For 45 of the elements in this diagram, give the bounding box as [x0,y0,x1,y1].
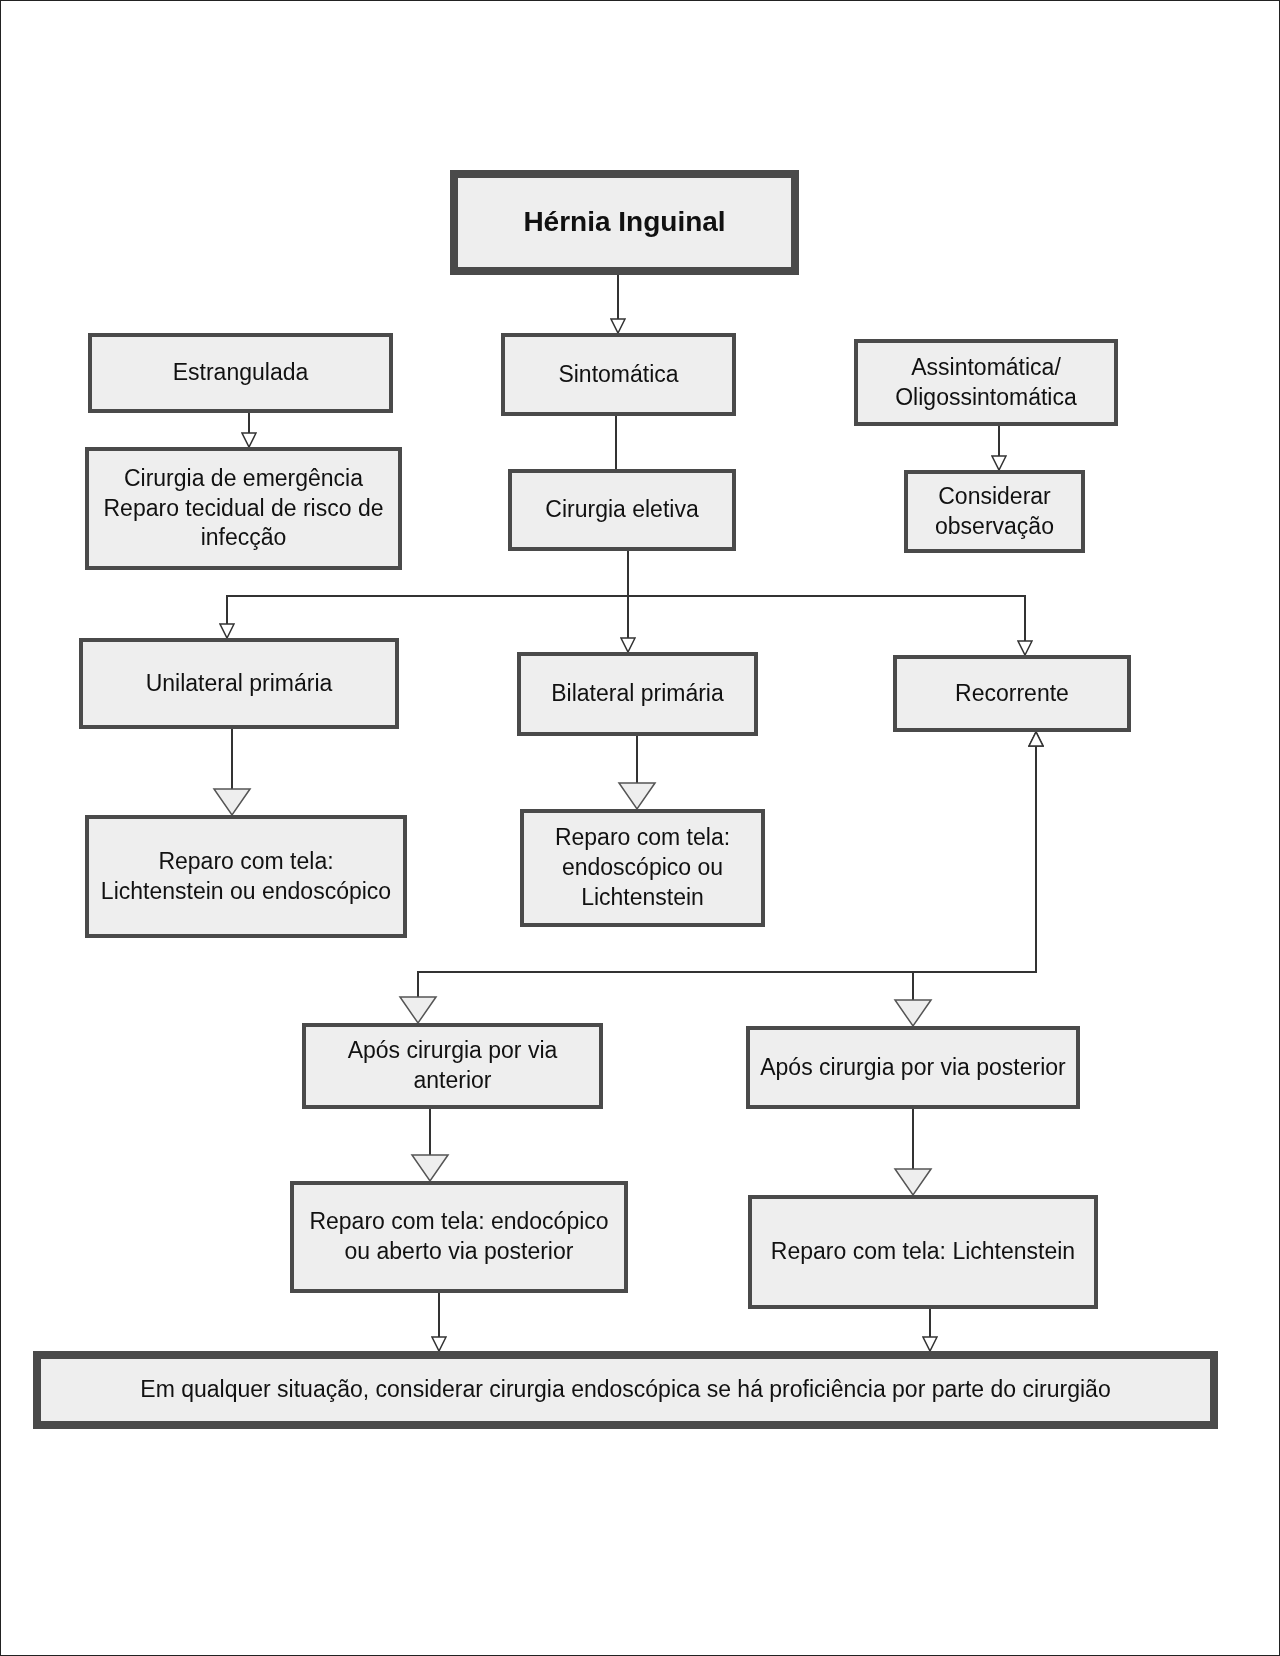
box-text: Recorrente [955,678,1069,708]
arrow [213,728,251,816]
process-box [904,470,1085,553]
process-box [501,333,736,416]
box-text: Bilateral primária [551,679,724,709]
process-box [290,1181,628,1293]
arrow [618,735,656,810]
box-text: Reparo com tela: Lichtenstein [770,1237,1076,1267]
arrow [411,1108,449,1182]
process-box [520,809,765,927]
process-box [508,469,736,551]
arrow [431,1292,447,1352]
arrow [894,1108,932,1196]
box-text: Sintomática [558,359,679,389]
process-box [854,339,1118,426]
box-text: Considerar observação [934,481,1055,541]
connector-line [615,415,617,470]
arrow [922,1308,938,1352]
box-text: Assintomática/ Oligossintomática [894,352,1078,412]
process-box [88,333,393,413]
process-box [302,1023,603,1109]
arrow [991,425,1007,471]
process-box [85,447,402,570]
box-text: Reparo com tela: Lichtenstein ou endoscópico [99,846,393,906]
box-text: Após cirurgia por via posterior [760,1052,1066,1082]
process-box [748,1195,1098,1309]
box-text: Reparo com tela: endoscópico ou Lichtenstein [553,823,732,912]
process-box [517,652,758,736]
box-text: Em qualquer situação, considerar cirurgia endoscópica se há proficiência por parte do cirurgião [140,1375,1111,1405]
box-text: Unilateral primária [145,668,333,698]
process-box [746,1026,1080,1109]
arrow [610,274,626,334]
box-text: Estrangulada [172,358,309,388]
box-text: Hérnia Inguinal [523,205,726,240]
box-text: Cirurgia eletiva [545,495,699,525]
box-text: Cirurgia de emergência Reparo tecidual de risco de infecção [102,463,385,553]
process-box [79,638,399,729]
box-text: Após cirurgia por via anterior [346,1036,559,1095]
title-box [450,170,799,275]
process-box [893,655,1131,732]
arrow [894,731,1044,1027]
box-text: Reparo com tela: endocópico ou aberto via posterior [308,1207,610,1266]
process-box [85,815,407,938]
note-box [33,1351,1218,1429]
arrow [241,412,257,448]
